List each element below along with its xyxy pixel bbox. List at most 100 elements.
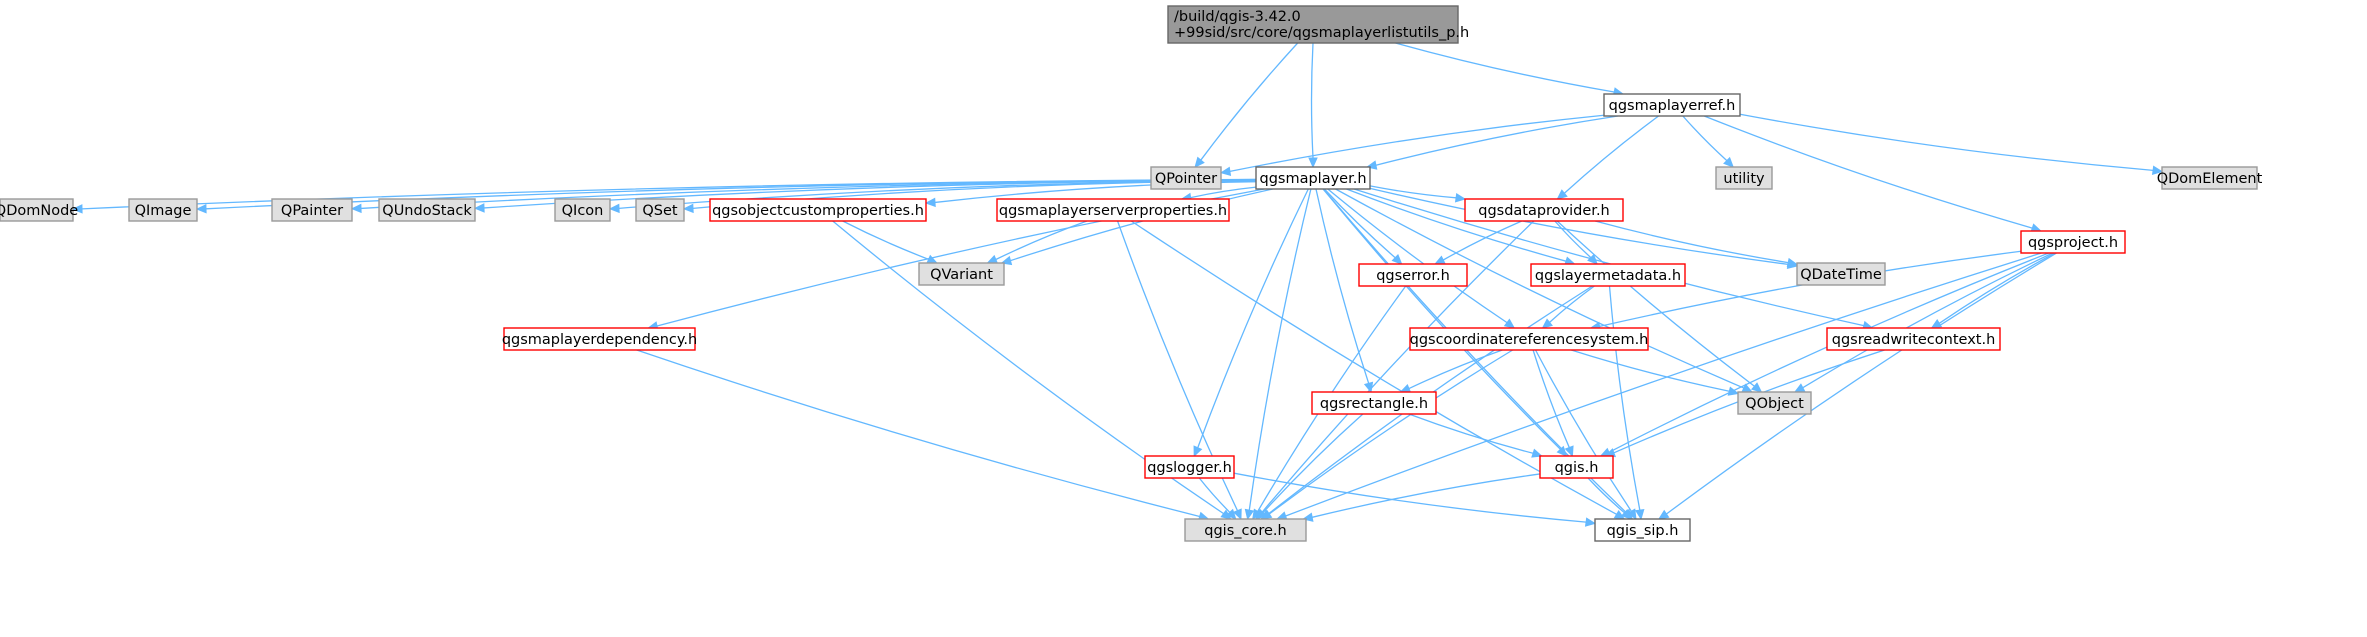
edge-maplayerref-to-dataprovider: [1556, 115, 1659, 200]
edge-qgis-to-sip: [1587, 477, 1632, 520]
edge-line: [1556, 220, 1755, 387]
node-qgsobjectcustomproperties-h[interactable]: qgsobjectcustomproperties.h: [709, 198, 927, 222]
edge-line: [1198, 477, 1231, 513]
edge-arrowhead: [1255, 508, 1267, 520]
node-label: qgsmaplayerdependency.h: [502, 332, 697, 348]
edge-line: [1327, 188, 1508, 324]
edge-arrowhead: [986, 254, 999, 264]
node-qgis-core-h: qgis_core.h: [1184, 518, 1307, 542]
node-box: [1464, 198, 1624, 222]
edge-arrowhead: [924, 197, 936, 208]
edge-crs-to-qobject: [1571, 349, 1740, 396]
edge-arrowhead: [1252, 508, 1262, 521]
edge-arrowhead: [1620, 508, 1632, 520]
node-label: qgis_sip.h: [1607, 523, 1679, 539]
edge-line: [1369, 185, 1457, 199]
node-box: [271, 198, 353, 222]
node-label: qgsproject.h: [2028, 235, 2118, 251]
node-box: [1603, 93, 1741, 117]
node-qgis-h[interactable]: qgis.h: [1539, 455, 1614, 479]
edge-arrowhead: [195, 204, 207, 214]
edge-line: [995, 220, 1088, 261]
edge-line: [1666, 252, 2057, 515]
edge-line: [1608, 285, 1641, 511]
node-qgsdataprovider-h[interactable]: qgsdataprovider.h: [1464, 198, 1624, 222]
edge-maplayerref-to-maplayer: [1365, 115, 1618, 170]
edge-maplayer-to-rectangle: [1315, 188, 1374, 394]
node-box: [1311, 391, 1437, 415]
edge-line: [1262, 413, 1364, 514]
edge-arrowhead: [71, 204, 83, 214]
edge-line: [1197, 188, 1309, 448]
node-qgsrectangle-h[interactable]: qgsrectangle.h: [1311, 391, 1437, 415]
edge-arrowhead: [1657, 509, 1670, 520]
node-qgsmaplayerref-h[interactable]: qgsmaplayerref.h: [1603, 93, 1741, 117]
edge-line: [1315, 188, 1370, 384]
node-qdomnode: QDomNode: [0, 198, 78, 222]
edge-line: [1532, 349, 1570, 448]
edge-arrowhead: [1727, 386, 1740, 396]
node-box: [2161, 166, 2258, 190]
edge-line: [1587, 477, 1625, 514]
node-box: [1826, 327, 2001, 351]
edge-line: [1229, 114, 1605, 173]
node-label: QPainter: [281, 203, 343, 219]
node-qgslayermetadata-h[interactable]: qgslayermetadata.h: [1530, 263, 1686, 287]
edge-arrowhead: [1308, 157, 1318, 169]
edge-objcustprops-to-qvariant: [842, 220, 938, 264]
edge-dataprovider-to-layermeta: [1554, 220, 1599, 265]
edge-arrowhead: [1751, 382, 1763, 393]
edge-line: [1285, 252, 2042, 517]
node-box: [128, 198, 198, 222]
node-qgserror-h[interactable]: qgserror.h: [1358, 263, 1468, 287]
node-label: QDomElement: [2157, 171, 2263, 187]
node-box: [1737, 391, 1812, 415]
node-qgis-sip-h[interactable]: qgis_sip.h: [1594, 518, 1691, 542]
edge-arrowhead: [1399, 383, 1412, 393]
edge-line: [1323, 188, 1396, 259]
node-label: QVariant: [930, 267, 993, 283]
node-qundostack: QUndoStack: [378, 198, 476, 222]
node-box: [378, 198, 476, 222]
node-99sid-src-core-qgsmaplayerlistutils-p-h[interactable]: /build/qgis-3.42.0+99sid/src/core/qgsmap…: [1167, 5, 1469, 44]
edge-maplayer-to-error: [1323, 188, 1403, 265]
edge-arrowhead: [1232, 508, 1242, 521]
edge-arrowhead: [1244, 508, 1255, 521]
node-label: QIcon: [562, 203, 604, 219]
node-label: qgslayermetadata.h: [1535, 268, 1681, 284]
edge-line: [1353, 188, 1864, 327]
node-qgsmaplayerdependency-h[interactable]: qgsmaplayerdependency.h: [502, 327, 697, 351]
node-qicon: QIcon: [554, 198, 611, 222]
edge-line: [1408, 349, 1503, 390]
edge-line: [1261, 220, 1535, 513]
node-label: QDomNode: [0, 203, 78, 219]
edge-line: [1200, 42, 1299, 161]
edge-line: [1554, 220, 1592, 259]
node-label: utility: [1723, 171, 1765, 187]
edge-arrowhead: [2151, 165, 2164, 175]
edge-line: [636, 349, 1200, 518]
node-label: QImage: [135, 203, 192, 219]
node-qgsreadwritecontext-h[interactable]: qgsreadwritecontext.h: [1826, 327, 2001, 351]
node-box: [1539, 455, 1614, 479]
node-qgsmaplayer-h[interactable]: qgsmaplayer.h: [1255, 166, 1371, 190]
edge-dataprovider-to-qobject: [1556, 220, 1763, 393]
edge-line: [1335, 188, 1745, 389]
edge-arrowhead: [1391, 253, 1403, 265]
node-label: qgsmaplayer.h: [1259, 171, 1366, 187]
node-box: [1796, 262, 1886, 286]
edge-arrowhead: [1723, 156, 1735, 168]
edge-arrowhead: [1541, 318, 1553, 329]
node-qgslogger-h[interactable]: qgslogger.h: [1144, 455, 1235, 479]
node-label: qgsobjectcustomproperties.h: [712, 203, 924, 219]
edge-arrowhead: [608, 203, 620, 214]
edge-line: [1369, 187, 1789, 266]
node-qgsmaplayerserverproperties-h[interactable]: qgsmaplayerserverproperties.h: [996, 198, 1230, 222]
node-qimage: QImage: [128, 198, 198, 222]
node-qgscoordinatereferencesystem-h[interactable]: qgscoordinatereferencesystem.h: [1409, 327, 1649, 351]
node-qgsproject-h[interactable]: qgsproject.h: [2020, 230, 2126, 254]
edge-arrowhead: [1194, 156, 1205, 168]
node-box: [918, 262, 1005, 286]
node-label: qgsmaplayerserverproperties.h: [999, 203, 1227, 219]
node-label: QPointer: [1155, 171, 1217, 187]
